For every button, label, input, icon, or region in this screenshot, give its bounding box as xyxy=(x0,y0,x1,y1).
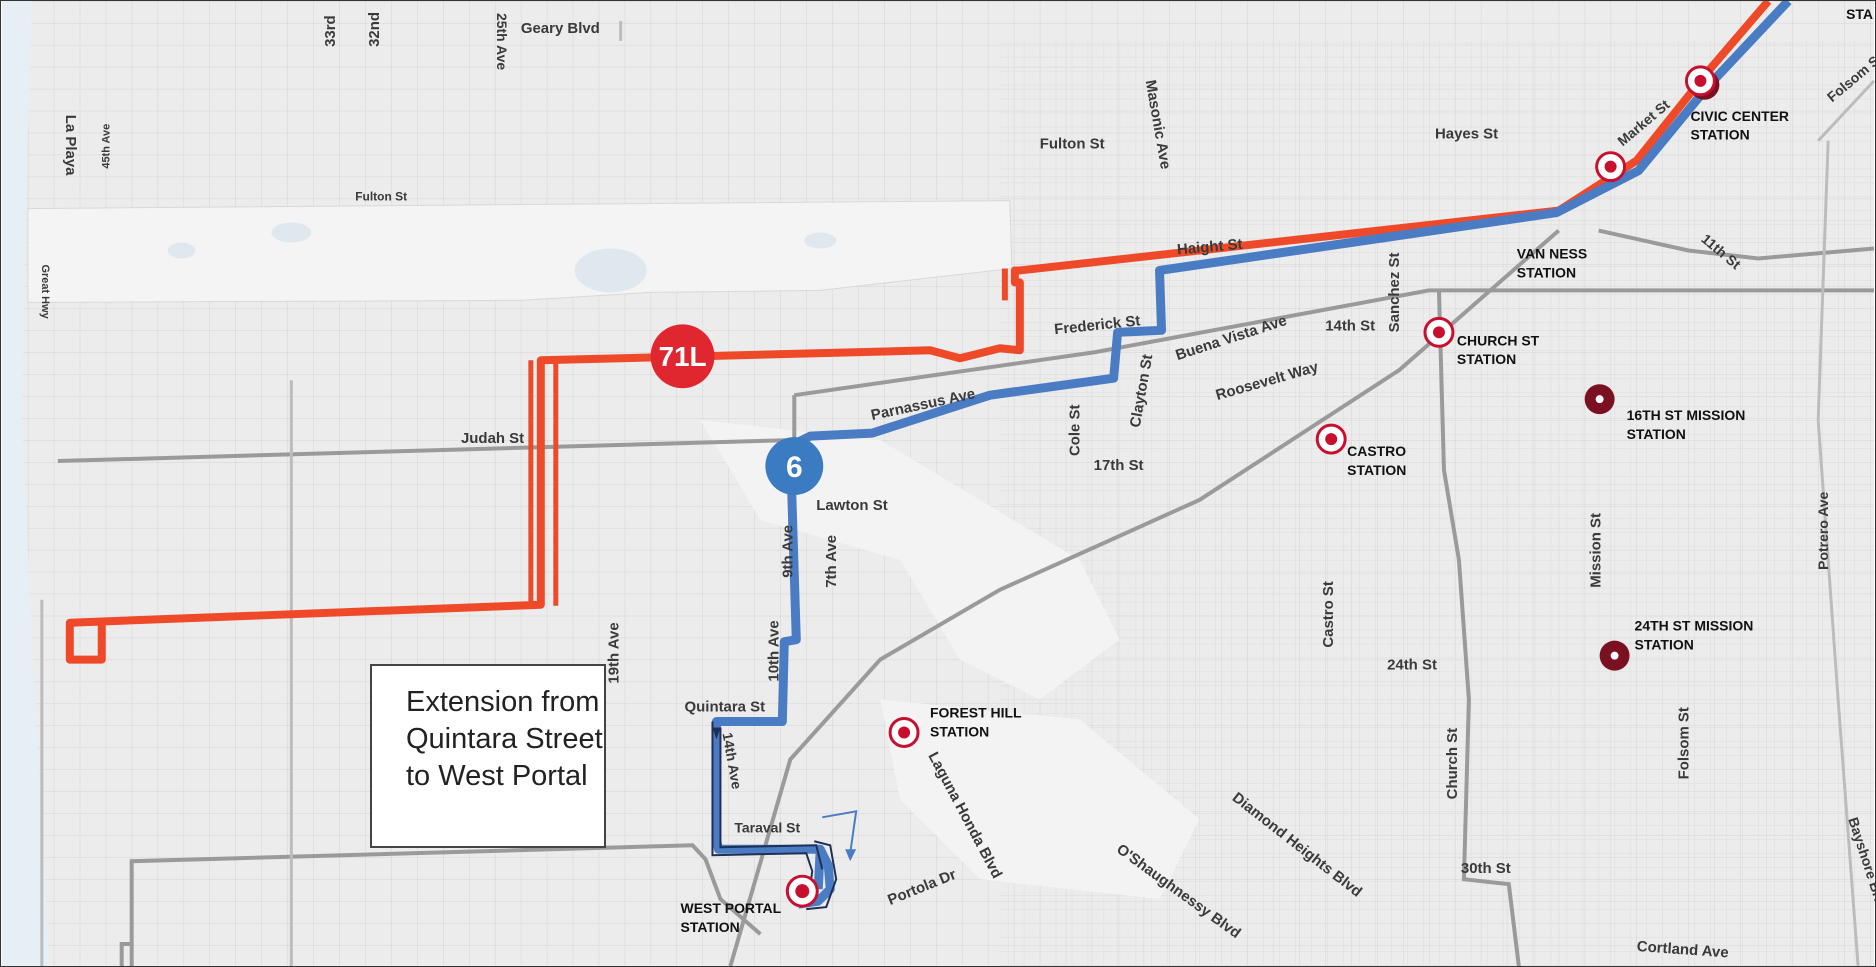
street-geary: Geary Blvd xyxy=(521,20,600,37)
west-portal-marker xyxy=(785,874,819,908)
street-hayes: Hayes St xyxy=(1435,126,1498,143)
church-st-marker xyxy=(1423,316,1455,348)
castro-marker xyxy=(1315,423,1347,455)
street-la-playa: La Playa xyxy=(62,115,79,176)
street-sanchez: Sanchez St xyxy=(1386,253,1403,333)
route-6-label: 6 xyxy=(786,451,803,484)
street-church: Church St xyxy=(1444,728,1461,799)
street-45th: 45th Ave xyxy=(101,124,113,169)
street-haight: Haight St xyxy=(1176,236,1243,259)
street-10th: 10th Ave xyxy=(765,620,782,681)
route-6-badge: 6 xyxy=(765,437,824,495)
street-potrero: Potrero Ave xyxy=(1815,491,1831,569)
street-32nd: 32nd xyxy=(366,12,383,47)
street-17th: 17th St xyxy=(1094,457,1144,474)
street-fulton-west: Fulton St xyxy=(355,190,407,204)
street-cole: Cole St xyxy=(1067,405,1084,457)
bart-24th-marker xyxy=(1599,640,1630,671)
street-great-hwy: Great Hwy xyxy=(39,264,51,319)
route-71l-badge: 71L xyxy=(650,324,715,389)
street-33rd: 33rd xyxy=(322,15,339,47)
street-folsom-south: Folsom St xyxy=(1675,707,1692,779)
street-7th: 7th Ave xyxy=(823,535,840,588)
street-taraval: Taraval St xyxy=(734,819,800,835)
forest-hill-marker xyxy=(888,717,920,748)
street-lawton: Lawton St xyxy=(816,497,887,514)
station-edge-sta: STA xyxy=(1846,6,1873,22)
street-mission: Mission St xyxy=(1588,513,1605,588)
street-19th: 19th Ave xyxy=(606,622,623,683)
street-25th: 25th Ave xyxy=(494,13,510,70)
extension-callout: Extension from Quintara Street to West P… xyxy=(370,664,606,848)
extension-callout-text: Extension from Quintara Street to West P… xyxy=(406,686,603,792)
street-30th: 30th St xyxy=(1461,860,1511,877)
street-judah: Judah St xyxy=(461,430,524,447)
muni-station-markers xyxy=(785,65,1720,908)
van-ness-marker xyxy=(1595,151,1627,183)
civic-center-marker xyxy=(1684,65,1720,100)
street-9th: 9th Ave xyxy=(779,525,796,578)
street-castro: Castro St xyxy=(1320,581,1337,647)
street-fulton-east: Fulton St xyxy=(1040,136,1105,153)
street-24th: 24th St xyxy=(1387,657,1437,674)
bart-16th-marker xyxy=(1584,384,1615,415)
street-cortland: Cortland Ave xyxy=(1636,938,1729,961)
street-quintara: Quintara St xyxy=(685,699,766,716)
street-14th: 14th St xyxy=(1325,317,1375,334)
route-71l-label: 71L xyxy=(658,341,706,372)
